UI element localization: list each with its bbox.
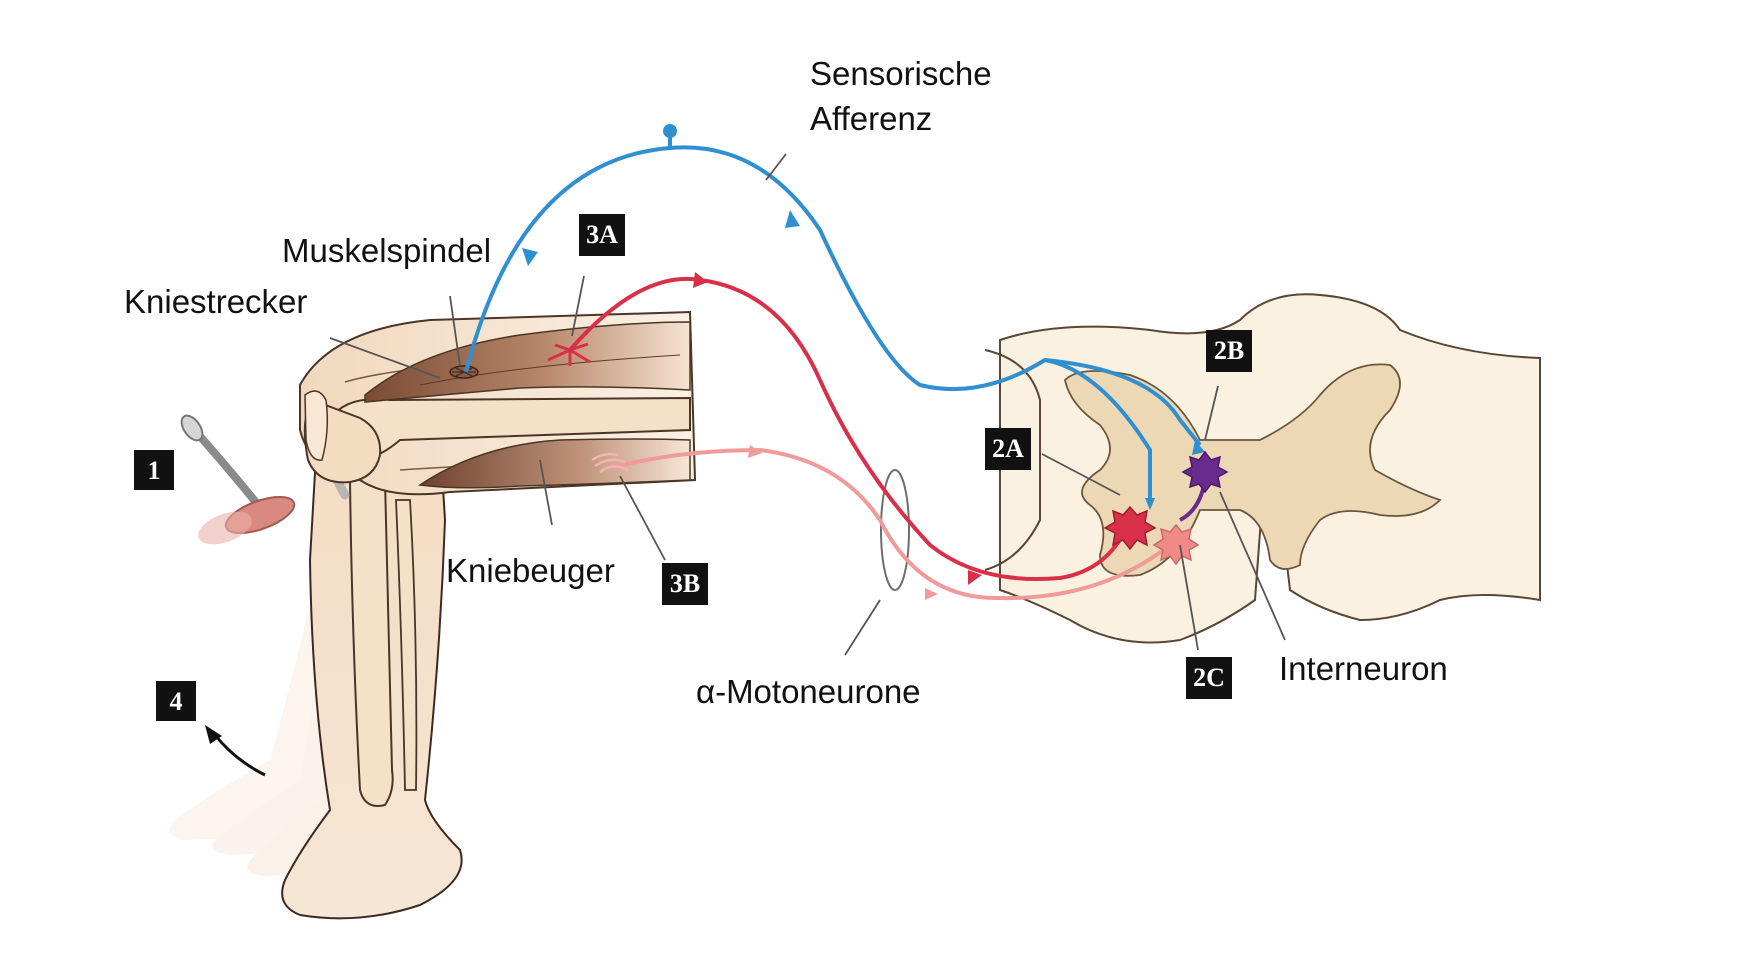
badge-4: 4 bbox=[156, 681, 196, 721]
alpha-motoneuron-extensor-icon bbox=[1103, 505, 1157, 551]
sensory-arrow-icon bbox=[785, 210, 800, 228]
motor-arrow-icon bbox=[693, 272, 708, 288]
label-sensory-line2: Afferenz bbox=[810, 100, 932, 137]
alpha-motoneuron-flexor-icon bbox=[1152, 523, 1200, 566]
svg-text:2C: 2C bbox=[1193, 663, 1225, 692]
dorsal-root-ganglion-soma bbox=[663, 124, 677, 138]
badge-3a: 3A bbox=[579, 214, 625, 256]
badge-2c: 2C bbox=[1186, 657, 1232, 699]
label-sensory-line1: Sensorische bbox=[810, 55, 992, 92]
label-alpha-motoneurons: α-Motoneurone bbox=[696, 673, 921, 710]
sensory-afferent-pathway bbox=[464, 124, 1205, 510]
flexor-motor-pathway bbox=[591, 445, 1200, 601]
label-interneuron: Interneuron bbox=[1279, 650, 1448, 687]
extensor-endplate bbox=[547, 342, 591, 366]
badge-2b: 2B bbox=[1206, 330, 1252, 372]
interneuron-pathway bbox=[1179, 450, 1229, 522]
knee-extensor-muscle bbox=[364, 321, 691, 403]
extensor-motor-pathway bbox=[547, 272, 1157, 585]
leg-motion-ghosts bbox=[169, 520, 350, 876]
svg-text:3A: 3A bbox=[586, 220, 618, 249]
knee-flexor-muscle bbox=[417, 438, 691, 489]
interneuron-icon bbox=[1181, 450, 1229, 494]
badge-1: 1 bbox=[134, 450, 174, 490]
leg-kick-arrow-icon bbox=[213, 734, 266, 777]
label-knee-flexor: Kniebeuger bbox=[446, 552, 615, 589]
badge-2a: 2A bbox=[985, 428, 1031, 470]
sensory-arrow-icon bbox=[522, 248, 538, 266]
label-knee-extensor: Kniestrecker bbox=[124, 283, 307, 320]
leader-lines bbox=[329, 153, 1286, 656]
svg-text:2B: 2B bbox=[1214, 336, 1244, 365]
svg-text:4: 4 bbox=[170, 687, 183, 716]
svg-text:2A: 2A bbox=[992, 434, 1024, 463]
badge-3b: 3B bbox=[662, 563, 708, 605]
flexor-endplate bbox=[591, 452, 629, 473]
label-muscle-spindle: Muskelspindel bbox=[282, 232, 491, 269]
reflex-hammer-icon bbox=[180, 414, 296, 545]
lower-leg bbox=[281, 402, 463, 920]
svg-text:3B: 3B bbox=[670, 569, 700, 598]
svg-text:1: 1 bbox=[148, 456, 161, 485]
